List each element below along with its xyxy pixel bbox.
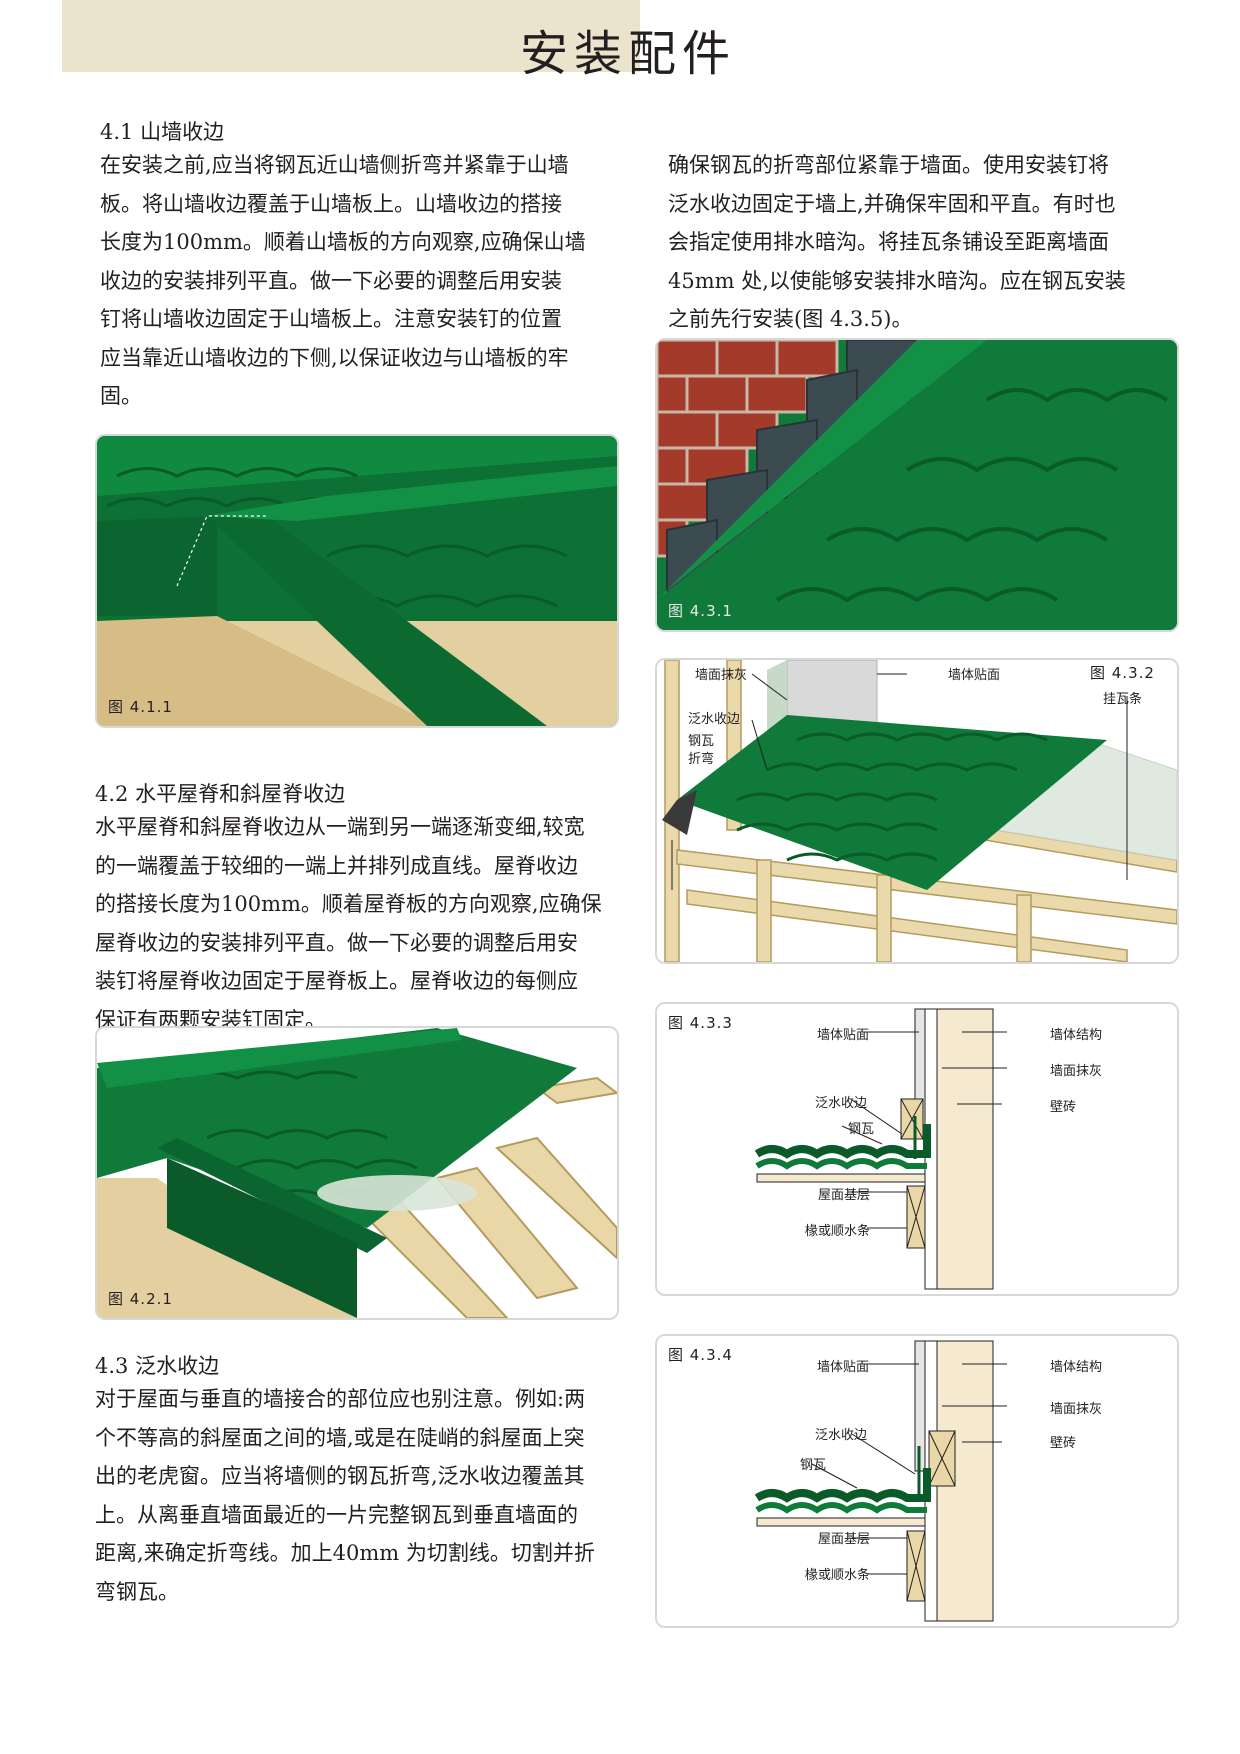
figure-label: 墙面抹灰 bbox=[1050, 1064, 1103, 1079]
figure-4-3-1 bbox=[655, 338, 1179, 632]
text-line: 之前先行安装(图 4.3.5)。 bbox=[668, 307, 913, 331]
figure-label: 钢瓦 bbox=[688, 734, 715, 749]
wall-flashing-cutaway-illustration bbox=[657, 660, 1177, 962]
section-heading-4-1: 4.1 山墙收边 bbox=[100, 120, 225, 144]
text-line: 收边的安装排列平直。做一下必要的调整后用安装 bbox=[100, 268, 562, 293]
text-line: 出的老虎窗。应当将墙侧的钢瓦折弯,泛水收边覆盖其 bbox=[95, 1464, 585, 1488]
text-line: 固。 bbox=[100, 384, 142, 408]
figure-label: 钢瓦 bbox=[800, 1458, 827, 1473]
figure-caption: 图 4.3.1 bbox=[668, 602, 733, 620]
section-body-4-3: 对于屋面与垂直的墙接合的部位应也别注意。例如:两 个不等高的斜屋面之间的墙,或是… bbox=[95, 1380, 630, 1611]
figure-4-1-1 bbox=[95, 434, 619, 728]
section-body-4-1: 在安装之前,应当将钢瓦近山墙侧折弯并紧靠于山墙 板。将山墙收边覆盖于山墙板上。山… bbox=[100, 146, 620, 416]
figure-label: 椽或顺水条 bbox=[805, 1224, 871, 1239]
text-line: 个不等高的斜屋面之间的墙,或是在陡峭的斜屋面上突 bbox=[95, 1425, 585, 1450]
figure-label: 墙体贴面 bbox=[817, 1360, 870, 1375]
figure-label: 钢瓦 bbox=[848, 1122, 875, 1137]
text-line: 装钉将屋脊收边固定于屋脊板上。屋脊收边的每侧应 bbox=[95, 969, 578, 993]
figure-4-2-1 bbox=[95, 1026, 619, 1320]
text-line: 上。从离垂直墙面最近的一片完整钢瓦到垂直墙面的 bbox=[95, 1502, 578, 1527]
text-line: 距离,来确定折弯线。加上40mm 为切割线。切割并折 bbox=[95, 1541, 595, 1565]
flashing-section-diagram-a bbox=[657, 1004, 1177, 1294]
figure-caption: 图 4.3.4 bbox=[668, 1346, 733, 1364]
ridge-trim-illustration bbox=[97, 1028, 617, 1318]
text-line: 的一端覆盖于较细的一端上并排列成直线。屋脊收边 bbox=[95, 853, 578, 878]
figure-label: 壁砖 bbox=[1050, 1436, 1077, 1451]
figure-4-3-3 bbox=[655, 1002, 1179, 1296]
section-body-4-3-continued: 确保钢瓦的折弯部位紧靠于墙面。使用安装钉将 泛水收边固定于墙上,并确保牢固和平直… bbox=[668, 146, 1178, 339]
text-line: 板。将山墙收边覆盖于山墙板上。山墙收边的搭接 bbox=[100, 191, 562, 216]
text-line: 应当靠近山墙收边的下侧,以保证收边与山墙板的牢 bbox=[100, 345, 569, 370]
figure-caption: 图 4.3.3 bbox=[668, 1014, 733, 1032]
text-line: 水平屋脊和斜屋脊收边从一端到另一端逐渐变细,较宽 bbox=[95, 815, 585, 839]
figure-caption: 图 4.2.1 bbox=[108, 1290, 173, 1308]
figure-label: 墙体结构 bbox=[1050, 1360, 1103, 1375]
figure-label: 折弯 bbox=[688, 752, 715, 767]
text-line: 45mm 处,以使能够安装排水暗沟。应在钢瓦安装 bbox=[668, 268, 1126, 293]
figure-label: 墙面抹灰 bbox=[1050, 1402, 1103, 1417]
figure-4-3-4 bbox=[655, 1334, 1179, 1628]
figure-4-3-2 bbox=[655, 658, 1179, 964]
text-line: 会指定使用排水暗沟。将挂瓦条铺设至距离墙面 bbox=[668, 230, 1109, 254]
flashing-section-diagram-b bbox=[657, 1336, 1177, 1626]
text-line: 屋脊收边的安装排列平直。做一下必要的调整后用安 bbox=[95, 930, 578, 955]
text-line: 钉将山墙收边固定于山墙板上。注意安装钉的位置 bbox=[100, 307, 562, 331]
figure-label: 墙体贴面 bbox=[817, 1028, 870, 1043]
figure-label: 泛水收边 bbox=[815, 1096, 868, 1111]
text-line: 弯钢瓦。 bbox=[95, 1579, 179, 1604]
figure-label: 泛水收边 bbox=[815, 1428, 868, 1443]
text-line: 长度为100mm。顺着山墙板的方向观察,应确保山墙 bbox=[100, 230, 586, 254]
text-line: 的搭接长度为100mm。顺着屋脊板的方向观察,应确保 bbox=[95, 892, 602, 916]
text-line: 泛水收边固定于墙上,并确保牢固和平直。有时也 bbox=[668, 191, 1116, 216]
figure-caption: 图 4.3.2 bbox=[1090, 664, 1155, 682]
section-heading-4-2: 4.2 水平屋脊和斜屋脊收边 bbox=[95, 782, 346, 806]
wall-flashing-illustration bbox=[657, 340, 1177, 630]
page-title: 安装配件 bbox=[520, 26, 737, 82]
header-tab bbox=[62, 0, 640, 72]
figure-label: 墙面抹灰 bbox=[695, 668, 748, 683]
text-line: 确保钢瓦的折弯部位紧靠于墙面。使用安装钉将 bbox=[668, 153, 1109, 177]
figure-label: 屋面基层 bbox=[818, 1532, 871, 1547]
gable-trim-illustration bbox=[97, 436, 617, 726]
figure-label: 壁砖 bbox=[1050, 1100, 1077, 1115]
figure-label: 屋面基层 bbox=[818, 1188, 871, 1203]
figure-label: 墙体结构 bbox=[1050, 1028, 1103, 1043]
section-heading-4-3: 4.3 泛水收边 bbox=[95, 1354, 220, 1378]
figure-label: 挂瓦条 bbox=[1103, 692, 1143, 707]
figure-label: 椽或顺水条 bbox=[805, 1568, 871, 1583]
figure-label: 墙体贴面 bbox=[948, 668, 1001, 683]
figure-label: 泛水收边 bbox=[688, 712, 741, 727]
figure-caption: 图 4.1.1 bbox=[108, 698, 173, 716]
section-body-4-2: 水平屋脊和斜屋脊收边从一端到另一端逐渐变细,较宽 的一端覆盖于较细的一端上并排列… bbox=[95, 808, 625, 1039]
text-line: 在安装之前,应当将钢瓦近山墙侧折弯并紧靠于山墙 bbox=[100, 153, 569, 177]
text-line: 对于屋面与垂直的墙接合的部位应也别注意。例如:两 bbox=[95, 1387, 586, 1411]
